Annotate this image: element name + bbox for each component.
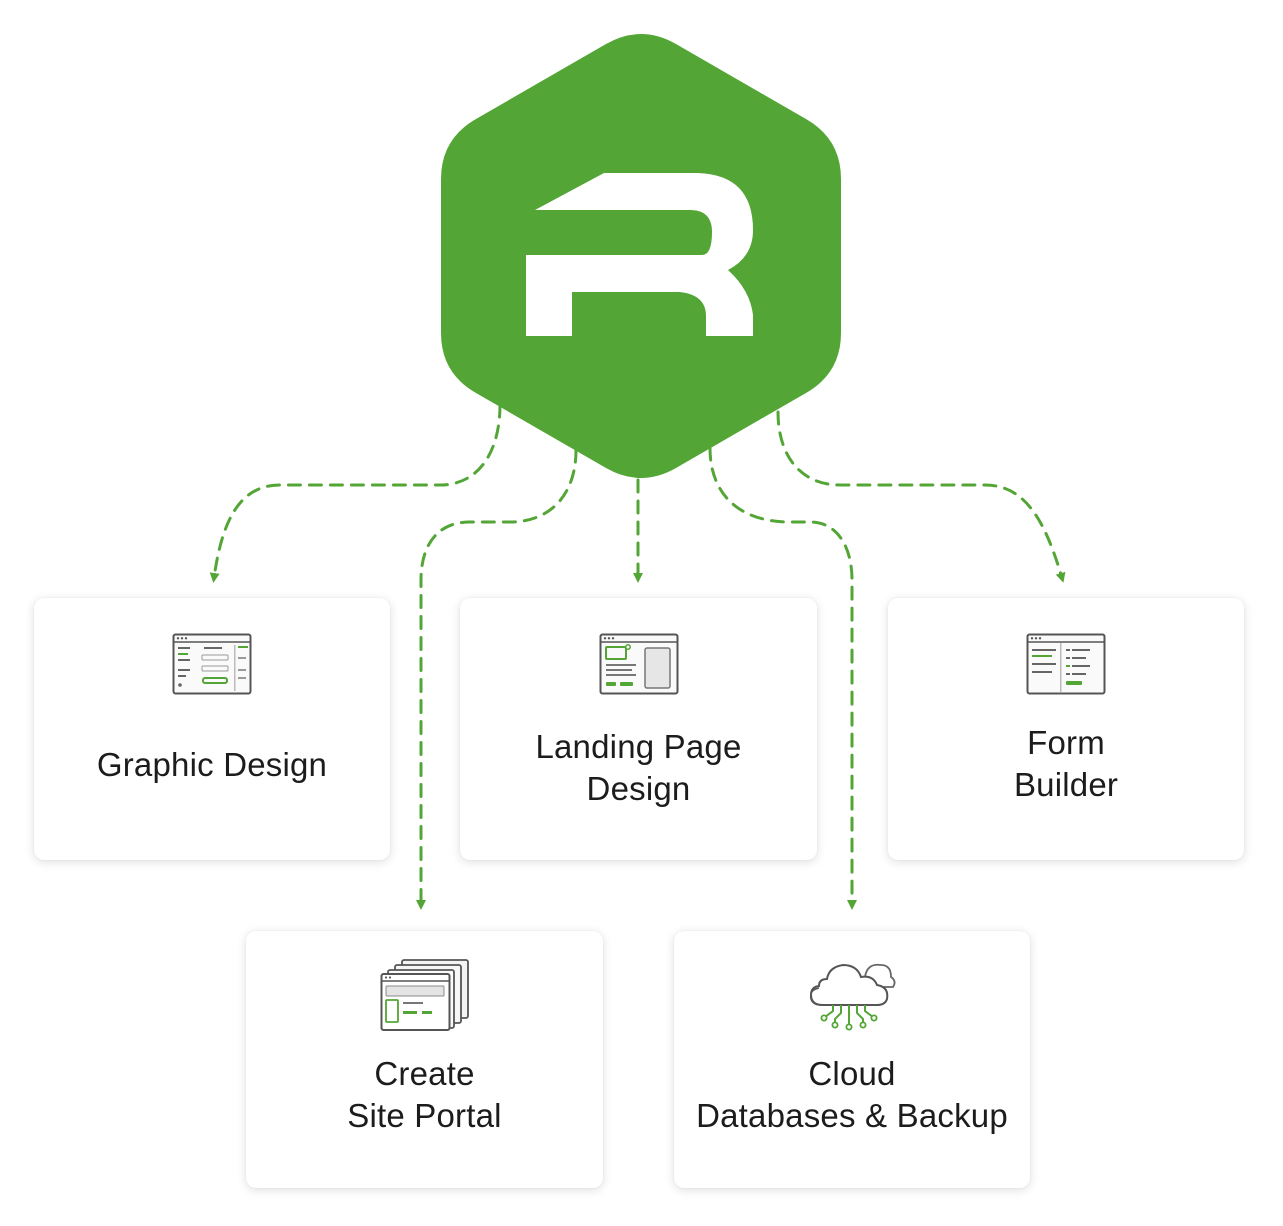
card-label-line: Databases & Backup: [696, 1097, 1008, 1134]
card-label-line: Site Portal: [347, 1097, 502, 1134]
card-label: Create Site Portal: [246, 1053, 603, 1137]
form-builder-icon: [1026, 633, 1106, 695]
layout-editor-icon: [172, 633, 252, 695]
card-label-line: Builder: [1013, 766, 1119, 803]
card-label: Cloud Databases & Backup: [674, 1053, 1030, 1137]
card-label-line: Design: [586, 770, 691, 807]
card-label: Landing Page Design: [460, 726, 817, 810]
stacked-windows-icon: [380, 959, 469, 1031]
card-label-line: Landing Page: [535, 728, 742, 765]
landing-page-icon: [599, 633, 678, 695]
card-label-line: Cloud: [808, 1055, 896, 1092]
card-label-line: Create: [374, 1055, 475, 1092]
card-label-line: Graphic Design: [96, 746, 328, 783]
arrow-to-site-portal: [416, 448, 578, 910]
arrow-to-form-builder: [776, 410, 1066, 583]
card-form-builder[interactable]: Form Builder: [888, 598, 1244, 860]
cloud-network-icon: [809, 963, 896, 1031]
card-label-line: Form: [1027, 724, 1105, 761]
brand-logo-hexagon: [441, 34, 841, 478]
card-graphic-design[interactable]: Graphic Design: [34, 598, 390, 860]
card-landing-page-design[interactable]: Landing Page Design: [460, 598, 817, 860]
card-label: Graphic Design: [34, 744, 390, 786]
card-label: Form Builder: [888, 722, 1244, 806]
card-create-site-portal[interactable]: Create Site Portal: [246, 931, 603, 1188]
r-letter-mark: [526, 173, 753, 336]
card-cloud-databases-backup[interactable]: Cloud Databases & Backup: [674, 931, 1030, 1188]
arrow-to-graphic-design: [209, 403, 502, 583]
arrow-to-cloud-databases: [708, 446, 857, 910]
